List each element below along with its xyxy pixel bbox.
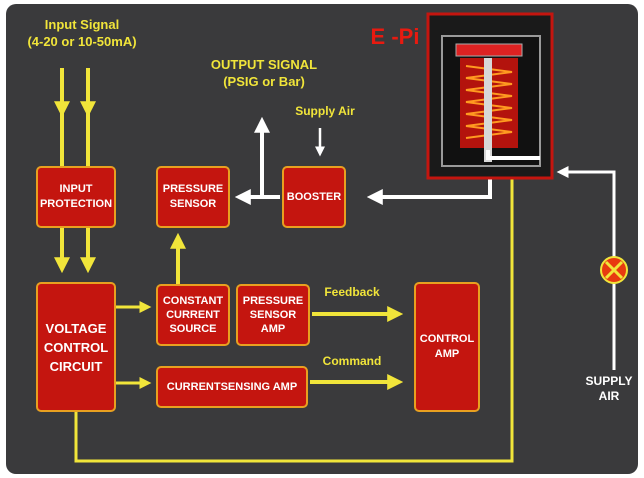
pressure-sensor-block: PRESSURE SENSOR <box>156 166 230 228</box>
supply-air-right-label: SUPPLY AIR <box>585 374 633 403</box>
voltage-control-circuit-block: VOLTAGE CONTROL CIRCUIT <box>36 282 116 412</box>
current-sensing-amp-block: CURRENTSENSING AMP <box>156 366 308 408</box>
supply-air-loop <box>556 166 616 370</box>
coil-spring-icon <box>426 12 554 180</box>
input-protection-block: INPUT PROTECTION <box>36 166 116 228</box>
input-signal-label: Input Signal (4-20 or 10-50mA) <box>27 17 137 49</box>
control-amp-block: CONTROL AMP <box>414 282 480 412</box>
pressure-sensor-amp-block: PRESSURE SENSOR AMP <box>236 284 310 346</box>
epi-title: E -Pi <box>370 24 420 49</box>
drive-loop-line <box>74 178 514 463</box>
output-signal-label: OUTPUT SIGNAL (PSIG or Bar) <box>210 57 318 89</box>
constant-current-source-block: CONSTANT CURRENT SOURCE <box>156 284 230 346</box>
x-circle-valve-icon <box>600 256 628 284</box>
feedback-label: Feedback <box>324 285 380 299</box>
supply-air-top-label: Supply Air <box>295 104 355 118</box>
booster-block: BOOSTER <box>282 166 346 228</box>
command-label: Command <box>322 354 382 368</box>
